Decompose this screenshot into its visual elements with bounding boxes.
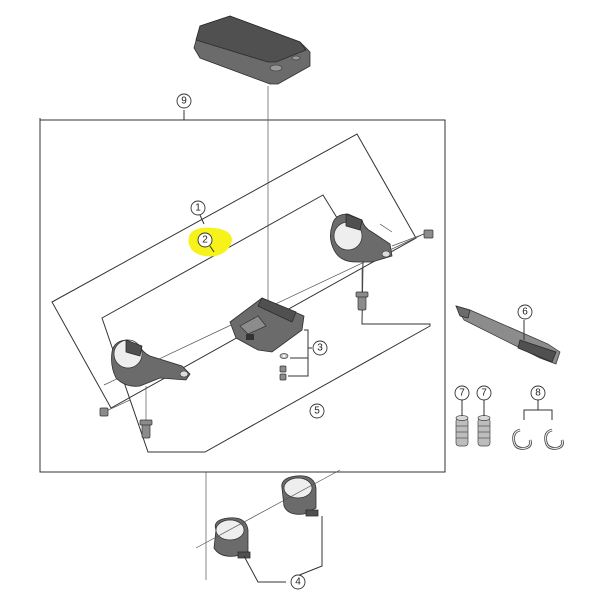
callout-8: 8 [530, 385, 546, 401]
callout-4: 4 [290, 574, 306, 590]
callout-7a-label: 7 [459, 388, 465, 399]
leader-3 [288, 347, 312, 377]
callout-8-label: 8 [535, 388, 541, 399]
callout-3: 3 [312, 340, 328, 356]
bracket-outline-1 [51, 133, 417, 409]
tool-6 [455, 305, 561, 365]
leader-1 [199, 214, 205, 225]
callout-1: 1 [190, 200, 206, 216]
callout-9: 9 [176, 93, 192, 109]
callout-5: 5 [309, 403, 325, 419]
leader-2 [209, 245, 215, 253]
plug-7b [477, 415, 491, 447]
leader-4 [243, 516, 323, 583]
callout-7b-label: 7 [481, 388, 487, 399]
callout-1-label: 1 [195, 203, 201, 214]
left-clamp-bolt [99, 399, 131, 417]
right-handlebar-clamp [330, 213, 393, 263]
small-screws-3 [279, 353, 289, 381]
lower-clamp-b [281, 475, 319, 517]
plug-7a [455, 415, 469, 447]
leader-9 [39, 110, 185, 120]
callout-6-label: 6 [522, 307, 528, 318]
bracket-outline-5 [101, 194, 431, 453]
clip-8b [544, 428, 564, 450]
right-clamp-bolt [391, 229, 434, 247]
callout-4-label: 4 [295, 577, 301, 588]
callout-6: 6 [517, 304, 533, 320]
lower-clamp-a [213, 517, 251, 559]
center-mount-plate [229, 297, 305, 353]
callout-2-label: 2 [202, 235, 208, 246]
callout-3-label: 3 [317, 343, 323, 354]
callout-9-label: 9 [181, 96, 187, 107]
callout-7b: 7 [476, 385, 492, 401]
assembly-frame [39, 119, 446, 473]
callout-7a: 7 [454, 385, 470, 401]
left-handlebar-clamp [111, 339, 191, 387]
callout-5-label: 5 [314, 406, 320, 417]
lower-clamp-axis [195, 469, 341, 549]
right-vertical-bolt [355, 268, 369, 311]
display-unit [193, 15, 311, 85]
callout-2-highlighted: 2 [188, 227, 232, 257]
clip-8a [512, 428, 532, 450]
leader-8 [523, 400, 553, 420]
left-vertical-bolt [139, 386, 153, 439]
